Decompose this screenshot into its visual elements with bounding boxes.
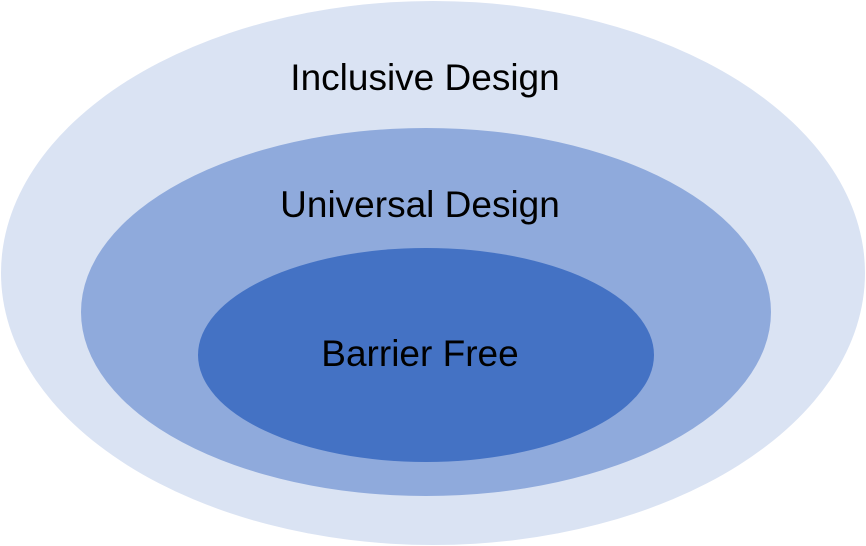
label-inclusive-design: Inclusive Design	[290, 57, 559, 98]
label-barrier-free: Barrier Free	[321, 333, 518, 374]
ellipse-barrier-free	[198, 248, 654, 462]
label-universal-design: Universal Design	[280, 184, 560, 225]
